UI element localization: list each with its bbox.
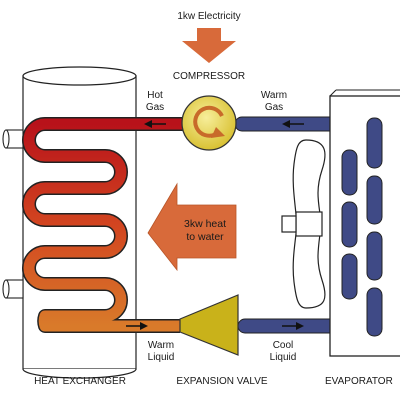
expansion-valve-label: EXPANSION VALVE — [176, 376, 267, 387]
flow-arrow-cool-liquid — [282, 322, 304, 330]
warm-liquid-label-line2: Liquid — [148, 352, 175, 363]
warm-liquid-label-line1: Warm — [148, 340, 174, 351]
evaporator — [329, 89, 400, 357]
heat-exchanger-label: HEAT EXCHANGER — [34, 376, 126, 387]
electricity-label: 1kw Electricity — [177, 11, 240, 22]
evaporator-label: EVAPORATOR — [325, 376, 393, 387]
heat-arrow-label-line2: to water — [186, 231, 224, 243]
heat-to-water-arrow — [147, 182, 237, 272]
expansion-valve — [179, 294, 239, 356]
compressor — [181, 95, 237, 151]
compressor-label: COMPRESSOR — [173, 71, 245, 82]
evaporator-fan — [281, 139, 326, 309]
hot-gas-label-line1: Hot — [147, 90, 163, 101]
flow-arrow-warm-liquid — [126, 322, 148, 330]
cool-liquid-label-line2: Liquid — [270, 352, 297, 363]
cool-liquid-label-line1: Cool — [273, 340, 294, 351]
warm-gas-label-line2: Gas — [265, 102, 283, 113]
flow-arrow-warm-gas — [282, 120, 304, 128]
flow-arrow-hot-gas — [144, 120, 166, 128]
electricity-arrow — [182, 28, 236, 63]
warm-gas-label-line1: Warm — [261, 90, 287, 101]
hot-gas-label-line2: Gas — [146, 102, 164, 113]
heat-exchanger-coil — [22, 117, 190, 333]
heat-arrow-label-line1: 3kw heat — [184, 218, 226, 230]
